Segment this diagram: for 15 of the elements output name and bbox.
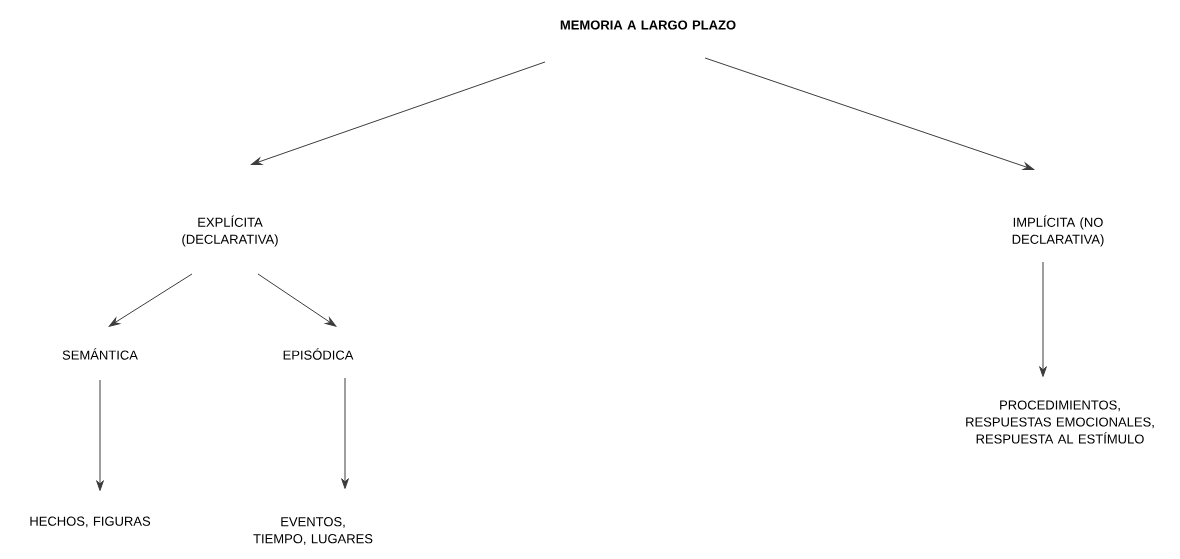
node-text: EVENTOS, TIEMPO, LUGARES bbox=[253, 517, 373, 545]
title-text: MEMORIA A LARGO PLAZO bbox=[560, 20, 736, 30]
node-text: PROCEDIMIENTOS, RESPUESTAS EMOCIONALES, RESPUESTA AL ESTÍMULO bbox=[966, 400, 1154, 444]
arrow bbox=[96, 379, 104, 491]
arrow bbox=[1039, 261, 1047, 377]
node-text: EPISÓDICA bbox=[283, 348, 354, 360]
node-text: SEMÁNTICA bbox=[62, 348, 138, 360]
node-text: HECHOS, FIGURAS bbox=[30, 516, 151, 528]
arrow bbox=[108, 273, 193, 327]
node-text: EXPLÍCITA (DECLARATIVA) bbox=[182, 215, 278, 247]
arrow bbox=[341, 377, 349, 489]
arrow bbox=[257, 273, 337, 327]
node-text: IMPLÍCITA (NO DECLARATIVA) bbox=[1012, 215, 1104, 247]
arrow bbox=[250, 61, 546, 165]
arrow bbox=[704, 57, 1035, 171]
